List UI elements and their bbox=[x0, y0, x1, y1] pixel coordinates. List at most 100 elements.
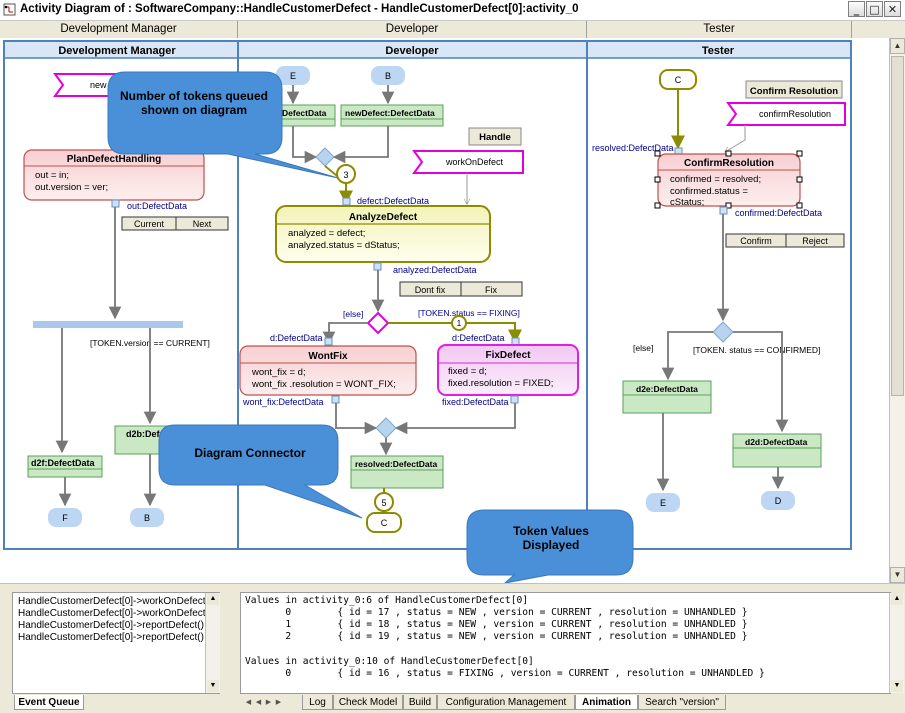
guard-else: [else] bbox=[633, 343, 653, 353]
object-node-new-defect[interactable]: newDefect:DefectData bbox=[340, 104, 444, 127]
animation-line: Values in activity_0:10 of HandleCustome… bbox=[245, 656, 534, 667]
scroll-up-button[interactable]: ▲ bbox=[891, 593, 903, 605]
object-node-d2e[interactable]: d2e:DefectData bbox=[622, 380, 712, 414]
signal-confirm-resolution[interactable]: confirmResolution bbox=[726, 102, 846, 126]
svg-text:B: B bbox=[144, 513, 150, 523]
splitter[interactable] bbox=[0, 583, 905, 592]
scroll-thumb[interactable] bbox=[891, 56, 904, 396]
current-button[interactable]: Current bbox=[134, 219, 165, 229]
connector-b[interactable]: B bbox=[130, 508, 164, 527]
event-queue-item[interactable]: HandleCustomerDefect[0]->workOnDefect() bbox=[18, 608, 213, 619]
svg-text:wont_fix = d;: wont_fix = d; bbox=[251, 367, 306, 378]
event-queue-panel bbox=[12, 592, 220, 694]
action-plan-defect-handling[interactable]: PlanDefectHandling out = in; out.version… bbox=[23, 149, 205, 201]
action-wont-fix[interactable]: WontFix wont_fix = d; wont_fix .resoluti… bbox=[239, 345, 417, 396]
event-queue-item[interactable]: HandleCustomerDefect[0]->reportDefect() bbox=[18, 632, 204, 643]
action-fix-defect[interactable]: FixDefect fixed = d; fixed.resolution = … bbox=[437, 344, 579, 396]
animation-scrollbar[interactable]: ▲ ▼ bbox=[889, 593, 904, 693]
tab-configuration-management[interactable]: Configuration Management bbox=[437, 695, 575, 710]
tab-event-queue[interactable]: Event Queue bbox=[14, 695, 84, 710]
svg-text:C: C bbox=[381, 518, 388, 528]
svg-text:DefectData: DefectData bbox=[282, 108, 327, 118]
callout-tokens-queued bbox=[107, 71, 339, 179]
output-pin bbox=[111, 199, 120, 208]
diagram-vertical-scrollbar[interactable]: ▲ ▼ bbox=[889, 38, 905, 583]
token-count-badge: 3 bbox=[336, 164, 356, 184]
callout-text-diagram-connector: Diagram Connector bbox=[194, 446, 306, 460]
svg-text:FixDefect: FixDefect bbox=[485, 350, 531, 361]
tab-search-version[interactable]: Search "version" bbox=[638, 695, 726, 710]
svg-text:WontFix: WontFix bbox=[308, 351, 348, 362]
confirm-resolution-button[interactable]: Confirm Resolution bbox=[745, 80, 843, 99]
tab-prev-icon[interactable]: ◀ bbox=[255, 699, 262, 706]
svg-text:d2b:Defe: d2b:Defe bbox=[126, 429, 165, 439]
animation-line: Values in activity_0:6 of HandleCustomer… bbox=[245, 595, 529, 606]
connector-c-bottom[interactable]: C bbox=[366, 512, 402, 533]
svg-text:fixed = d;: fixed = d; bbox=[448, 366, 487, 377]
signal-work-on-defect[interactable]: workOnDefect bbox=[412, 150, 524, 174]
action-analyze-defect[interactable]: AnalyzeDefect analyzed = defect; analyze… bbox=[275, 205, 491, 263]
dont-fix-button[interactable]: Dont fix bbox=[415, 285, 446, 295]
fork-bar bbox=[33, 321, 183, 328]
connector-d-bottom[interactable]: D bbox=[761, 491, 795, 510]
scroll-down-button[interactable]: ▼ bbox=[890, 567, 905, 583]
reject-button[interactable]: Reject bbox=[802, 236, 828, 246]
column-header-developer[interactable]: Developer bbox=[238, 21, 587, 38]
connector-c-top[interactable]: C bbox=[659, 69, 697, 90]
fix-button[interactable]: Fix bbox=[485, 285, 497, 295]
svg-text:fixed.resolution = FIXED;: fixed.resolution = FIXED; bbox=[448, 378, 553, 389]
event-queue-item[interactable]: HandleCustomerDefect[0]->workOnDefect() bbox=[18, 596, 213, 607]
tab-log[interactable]: Log bbox=[302, 695, 333, 710]
decision-node bbox=[366, 311, 390, 335]
window-title: Activity Diagram of : SoftwareCompany::H… bbox=[20, 3, 579, 15]
next-button[interactable]: Next bbox=[193, 219, 212, 229]
column-header-tester[interactable]: Tester bbox=[587, 21, 852, 38]
svg-text:1: 1 bbox=[457, 319, 462, 328]
tab-last-icon[interactable]: ▶ bbox=[275, 699, 282, 706]
object-node-d2f[interactable]: d2f:DefectData bbox=[27, 455, 103, 478]
scroll-up-button[interactable]: ▲ bbox=[890, 38, 905, 54]
guard-else: [else] bbox=[343, 309, 363, 319]
tab-animation[interactable]: Animation bbox=[575, 695, 638, 710]
scroll-down-button[interactable]: ▼ bbox=[891, 680, 903, 692]
tab-next-icon[interactable]: ▶ bbox=[265, 699, 272, 706]
selection-handles bbox=[654, 150, 803, 209]
button-group-current-next: Current Next bbox=[121, 216, 229, 231]
pin-label-confirmed: confirmed:DefectData bbox=[735, 208, 822, 218]
callout-text-tokens-queued: Number of tokens queued shown on diagram bbox=[119, 89, 268, 117]
maximize-button[interactable]: □ bbox=[866, 1, 883, 17]
svg-text:C: C bbox=[675, 75, 682, 85]
svg-text:D: D bbox=[775, 496, 782, 506]
connector-b-top[interactable]: B bbox=[371, 66, 405, 85]
object-node-d2d[interactable]: d2d:DefectData bbox=[732, 433, 822, 468]
button-group-dontfix-fix: Dont fix Fix bbox=[399, 281, 523, 297]
tab-check-model[interactable]: Check Model bbox=[333, 695, 403, 710]
action-confirm-resolution[interactable]: ConfirmResolution confirmed = resolved; … bbox=[657, 153, 801, 208]
svg-text:3: 3 bbox=[343, 170, 348, 180]
event-queue-item[interactable]: HandleCustomerDefect[0]->reportDefect() bbox=[18, 620, 204, 631]
confirm-button[interactable]: Confirm bbox=[740, 236, 772, 246]
connector-e-top[interactable]: E bbox=[276, 66, 310, 85]
svg-text:newDefect:DefectData: newDefect:DefectData bbox=[345, 108, 435, 118]
connector-e-bottom[interactable]: E bbox=[646, 493, 680, 512]
tab-build[interactable]: Build bbox=[403, 695, 437, 710]
svg-text:E: E bbox=[660, 498, 666, 508]
svg-text:cStatus;: cStatus; bbox=[670, 197, 704, 208]
connector-f[interactable]: F bbox=[48, 508, 82, 527]
svg-text:confirmResolution: confirmResolution bbox=[759, 109, 831, 119]
svg-text:B: B bbox=[385, 71, 391, 81]
scroll-down-button[interactable]: ▼ bbox=[207, 680, 219, 692]
swimlane-column-headers: Development Manager Developer Tester bbox=[0, 21, 905, 39]
column-header-dev-manager[interactable]: Development Manager bbox=[0, 21, 238, 38]
diagram-canvas[interactable]: Development Manager Developer Tester new… bbox=[0, 38, 889, 584]
close-button[interactable]: ✕ bbox=[884, 1, 901, 17]
scroll-up-button[interactable]: ▲ bbox=[207, 593, 219, 605]
event-queue-scrollbar[interactable]: ▲ ▼ bbox=[205, 593, 220, 693]
svg-text:wont_fix .resolution = WONT_FI: wont_fix .resolution = WONT_FIX; bbox=[251, 379, 396, 390]
tab-first-icon[interactable]: ◀ bbox=[245, 699, 252, 706]
object-node-resolved[interactable]: resolved:DefectData bbox=[350, 455, 444, 489]
minimize-button[interactable]: _ bbox=[848, 1, 865, 17]
handle-button[interactable]: Handle bbox=[468, 127, 522, 146]
activity-diagram-icon bbox=[3, 3, 16, 16]
svg-text:out.version = ver;: out.version = ver; bbox=[35, 182, 108, 193]
